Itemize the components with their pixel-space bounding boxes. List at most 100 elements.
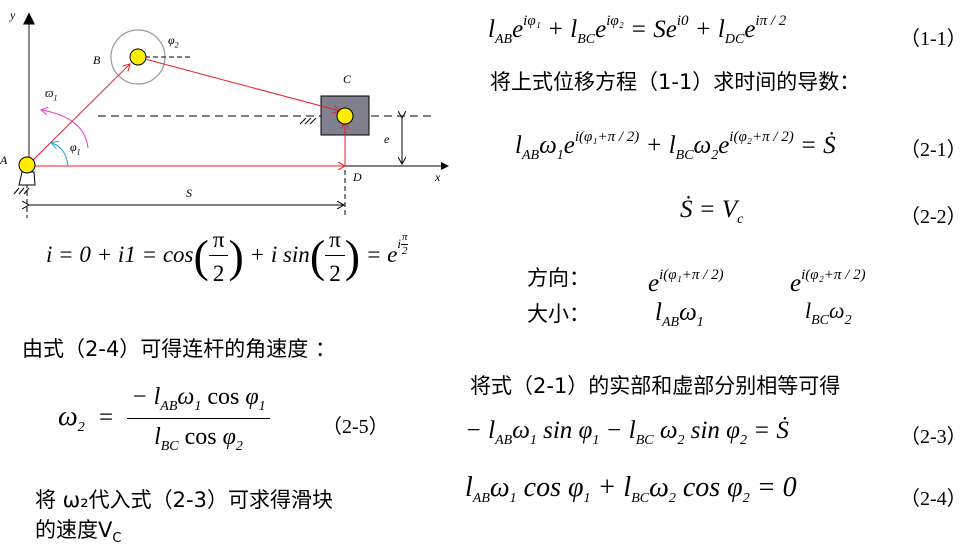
magnitude-label: 大小：	[527, 302, 590, 326]
eq-term: l	[623, 472, 632, 503]
ground-hatch	[299, 117, 317, 125]
eq-term: ω	[489, 472, 510, 503]
phi1-arc	[52, 143, 69, 167]
eq-term: ω	[649, 472, 669, 503]
omega1-arc	[42, 110, 89, 149]
eq-term: sin φ	[684, 417, 740, 444]
equation-1-1: lABeiφ₁ + lBCeiφ₂ = Sei0 + lDCeiπ / 2	[488, 14, 786, 47]
eq-number-2-2: （2-2）	[900, 206, 967, 228]
eq-term: e	[744, 16, 756, 43]
joint-c	[336, 107, 354, 125]
omega2-numerator: − lABω1 cos φ1	[127, 385, 270, 419]
eq-term: e	[595, 16, 607, 43]
eq-subscript: 1	[592, 433, 600, 448]
eq-term: Ṡ = V	[680, 196, 738, 223]
direction-1: ei(φ₁+π / 2)	[648, 267, 724, 297]
eq-subscript: 1	[556, 148, 564, 163]
eq-subscript: 2	[742, 491, 750, 506]
eq-term: e	[665, 16, 677, 43]
eq-term: −	[599, 417, 629, 444]
link-bc	[144, 58, 340, 111]
eq-term: +	[540, 16, 571, 43]
text-real-imag: 将式（2-1）的实部和虚部分别相等可得	[470, 374, 841, 398]
eq-subscript: AB	[495, 433, 513, 448]
eq-subscript: AB	[661, 315, 680, 330]
eq-term: cos φ	[516, 472, 584, 503]
label-b: B	[93, 53, 101, 67]
eq-subscript: c	[737, 212, 744, 227]
label-a: A	[0, 153, 8, 167]
eq-subscript: BC	[811, 313, 830, 328]
eq-term: = Ṡ	[793, 132, 836, 159]
eq-term: ω	[539, 132, 557, 159]
eq-term: l	[488, 417, 496, 444]
pivot-support	[18, 171, 36, 186]
eq-subscript: 2	[711, 148, 719, 163]
eq-term: e	[512, 16, 524, 43]
text-angular-velocity: 由式（2-4）可得连杆的角速度 ：	[22, 337, 336, 361]
eq-number-2-1: （2-1）	[900, 139, 967, 161]
eq-exponent: i(φ₁+π / 2)	[574, 129, 640, 145]
eq-subscript: DC	[724, 32, 745, 47]
eq-exponent: iφ₁	[523, 13, 541, 29]
label-y: y	[10, 8, 16, 22]
eq-subscript: 2	[677, 433, 685, 448]
eq-term: l	[628, 417, 636, 444]
label-s: S	[186, 186, 192, 200]
text-derivative: 将上式位移方程（1-1）求时间的导数：	[490, 70, 861, 94]
equation-2-1: lABω1ei(φ₁+π / 2) + lBCω2ei(φ₂+π / 2) = …	[515, 130, 836, 163]
eq-term: cos φ	[675, 472, 743, 503]
eq-term: e	[563, 132, 575, 159]
eq-term: l	[655, 299, 662, 326]
slider-crank-diagram	[13, 12, 449, 218]
text-substitute-line1: 将 ω₂代入式（2-3）可求得滑块	[35, 488, 333, 512]
eq-exponent: i0	[676, 13, 689, 29]
label-c: C	[343, 72, 352, 86]
eq-term: l	[515, 132, 522, 159]
eq-term: −	[465, 417, 489, 444]
equation-2-3: − lABω1 sin φ1 − lBC ω2 sin φ2 = Ṡ	[465, 418, 789, 448]
eq-subscript: 2	[668, 491, 676, 506]
eq-term: l	[668, 132, 676, 159]
eq-number-2-3: （2-3）	[900, 426, 967, 448]
eq-term: l	[805, 298, 812, 323]
eq-term: +	[590, 472, 624, 503]
eq-term: ω	[829, 298, 845, 323]
label-phi2: φ2	[168, 33, 179, 50]
eq-term: = S	[623, 16, 666, 43]
eq-subscript: BC	[675, 148, 694, 163]
eq-term: = 0	[749, 472, 797, 503]
eq-subscript: AB	[472, 491, 490, 506]
eq-number-2-5: （2-5）	[322, 416, 389, 438]
eq-subscript: 1	[696, 315, 704, 330]
joint-a	[18, 156, 36, 174]
eq-exponent: iπ / 2	[755, 13, 787, 29]
eq-number-1-1: （1-1）	[900, 28, 967, 50]
equation-2-4: lABω1 cos φ1 + lBCω2 cos φ2 = 0	[465, 474, 797, 506]
direction-label: 方向：	[527, 266, 590, 290]
eq-term: +	[639, 132, 669, 159]
equation-2-2: Ṡ = Vc	[680, 197, 743, 227]
direction-2: ei(φ₂+π / 2)	[790, 267, 866, 297]
eq-term: l	[465, 472, 473, 503]
label-omega1: ϖ1	[45, 86, 58, 103]
label-e: e	[384, 132, 390, 146]
eq-subscript: 2	[844, 313, 852, 328]
eq-term: l	[570, 16, 578, 43]
omega2-denominator: lBC cos φ2	[154, 424, 243, 454]
eq-subscript: BC	[577, 32, 596, 47]
eq-subscript: 2	[740, 433, 747, 448]
eq-subscript: AB	[494, 32, 513, 47]
eq-number-2-4: （2-4）	[900, 488, 967, 510]
eq-term: ω	[512, 417, 530, 444]
eq-term: e	[718, 132, 730, 159]
label-phi1: φ1	[70, 140, 81, 157]
eq-exponent: iφ₂	[606, 13, 624, 29]
eq-term: l	[488, 16, 495, 43]
eq-subscript: BC	[631, 491, 650, 506]
eq-subscript: 1	[509, 491, 517, 506]
eq-exponent: i(φ₂+π / 2)	[729, 129, 794, 145]
joint-b	[129, 48, 147, 66]
link-ab	[27, 64, 130, 166]
eq-subscript: 1	[583, 491, 591, 506]
